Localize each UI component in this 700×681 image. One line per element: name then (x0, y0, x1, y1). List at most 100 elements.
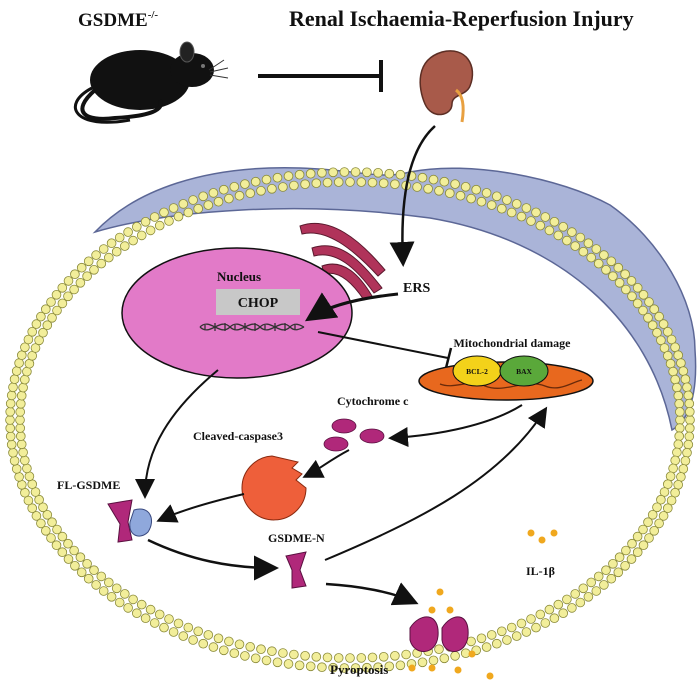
membrane-bead (444, 188, 455, 199)
membrane-bead (601, 264, 611, 275)
membrane-bead (621, 284, 631, 295)
arrow-mito-to-cytc (388, 404, 523, 447)
membrane-bead (193, 626, 204, 637)
membrane-bead (684, 423, 695, 434)
membrane-bead (20, 487, 30, 498)
membrane-bead (674, 423, 685, 433)
membrane-bead (15, 407, 26, 417)
membrane-bead (362, 167, 372, 178)
membrane-bead (57, 282, 68, 293)
membrane-bead (42, 509, 53, 520)
membrane-bead (193, 203, 204, 214)
membrane-bead (606, 573, 617, 584)
bax-label: BAX (516, 367, 532, 376)
membrane-bead (506, 207, 517, 218)
arrow-gsdme-n-to-mito (324, 406, 548, 561)
membrane-bead (173, 211, 184, 222)
diagram-title: Renal Ischaemia-Reperfusion Injury (289, 6, 634, 31)
membrane-bead (317, 662, 327, 672)
gsdme-n-label: GSDME-N (268, 531, 325, 545)
membrane-bead (98, 586, 109, 596)
arrow-cytc-to-caspase (302, 449, 350, 478)
membrane-bead (300, 179, 310, 190)
membrane-bead (300, 650, 310, 661)
mouse-icon (73, 41, 229, 124)
membrane-bead (63, 538, 73, 549)
membrane-bead (428, 655, 439, 666)
membrane-bead (208, 642, 219, 652)
membrane-bead (670, 342, 680, 353)
arrow-caspase-to-fl-gsdme (156, 493, 245, 523)
membrane-bead (70, 269, 80, 280)
arrow-ers-to-chop (304, 292, 399, 322)
membrane-bead (63, 554, 74, 564)
membrane-bead (658, 511, 669, 521)
membrane-bead (544, 225, 555, 236)
membrane-bead (27, 326, 38, 337)
membrane-bead (6, 390, 17, 401)
membrane-bead (5, 415, 15, 425)
membrane-bead (626, 276, 637, 286)
membrane-bead (417, 657, 428, 668)
membrane-bead (317, 168, 327, 178)
nucleus-label: Nucleus (217, 269, 261, 284)
membrane-bead (638, 524, 648, 535)
membrane-bead (591, 244, 602, 254)
membrane-bead (526, 614, 536, 624)
membrane-bead (599, 580, 609, 590)
membrane-bead (675, 415, 685, 425)
membrane-bead (52, 305, 62, 316)
membrane-bead (234, 639, 245, 650)
ers-label: ERS (403, 281, 430, 296)
membrane-bead (256, 644, 266, 654)
membrane-bead (23, 495, 34, 506)
membrane-bead (593, 571, 604, 582)
membrane-bead (455, 190, 466, 201)
membrane-bead (567, 603, 577, 613)
membrane-bead (608, 271, 618, 282)
cell-surface (92, 167, 697, 432)
membrane-bead (668, 463, 678, 474)
membrane-bead (412, 182, 422, 192)
membrane-bead (621, 545, 631, 556)
membrane-bead (682, 382, 692, 393)
membrane-bead (63, 291, 73, 302)
membrane-bead (283, 171, 294, 181)
membrane-bead (136, 230, 147, 241)
membrane-bead (683, 439, 694, 450)
membrane-bead (553, 230, 564, 241)
membrane-bead (558, 222, 568, 232)
membrane-bead (678, 464, 689, 474)
membrane-bead (586, 577, 596, 588)
membrane-bead (36, 518, 46, 529)
membrane-bead (390, 179, 400, 190)
membrane-bead (583, 238, 594, 249)
mito-damage-label: Mitochondrial damage (454, 336, 572, 350)
inhibition-nucleus-mito (317, 331, 453, 369)
cell-membrane (5, 167, 695, 673)
membrane-bead (70, 560, 80, 571)
membrane-bead (91, 250, 101, 260)
membrane-bead (511, 631, 522, 641)
membrane-bead (311, 178, 322, 189)
membrane-bead (659, 487, 670, 497)
membrane-bead (82, 558, 92, 569)
arrow-kidney-to-ers (389, 125, 436, 267)
membrane-bead (526, 216, 536, 226)
membrane-bead (27, 503, 38, 514)
membrane-bead (367, 652, 378, 663)
membrane-bead (339, 663, 350, 673)
membrane-bead (627, 291, 637, 302)
membrane-bead (486, 630, 497, 640)
membrane-bead (40, 525, 51, 536)
membrane-bead (51, 540, 62, 550)
membrane-bead (267, 646, 277, 656)
membrane-bead (219, 184, 229, 195)
membrane-bead (643, 312, 653, 323)
membrane-bead (481, 188, 492, 198)
membrane-bead (30, 343, 41, 353)
membrane-bead (491, 638, 502, 649)
membrane-bead (673, 350, 683, 361)
membrane-bead (378, 651, 389, 662)
membrane-bead (145, 604, 156, 615)
